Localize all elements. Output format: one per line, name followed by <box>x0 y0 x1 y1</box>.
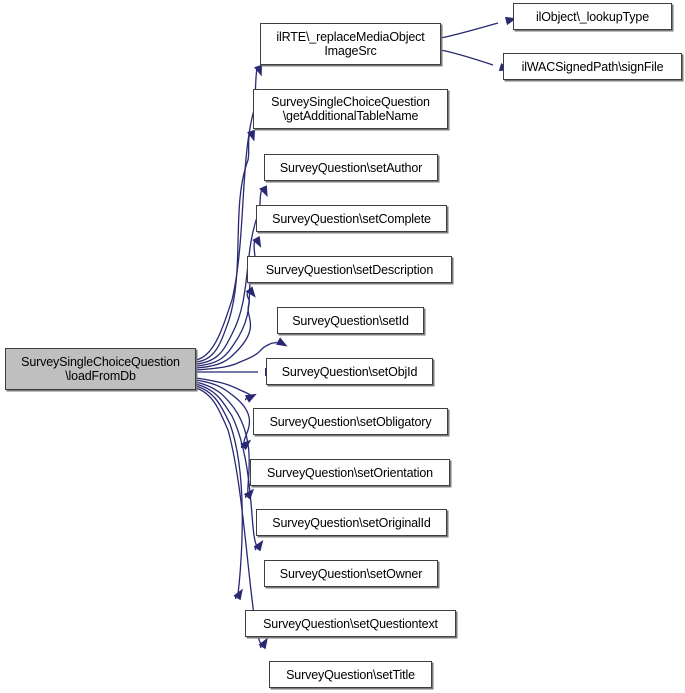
graph-node-setDescription[interactable]: SurveyQuestion\setDescription <box>247 256 452 283</box>
edge-root-to-setDescription <box>195 290 252 369</box>
graph-node-signFile[interactable]: ilWACSignedPath\signFile <box>503 53 682 80</box>
edge-root-to-replaceMediaObject <box>195 67 258 361</box>
arrowhead-setDescription <box>245 286 256 298</box>
graph-node-setOrientation[interactable]: SurveyQuestion\setOrientation <box>250 459 450 486</box>
arrowhead-setId <box>275 337 288 347</box>
arrowhead-setOwner <box>253 539 264 552</box>
graph-node-label: SurveyQuestion\setDescription <box>265 262 434 277</box>
arrowhead-replaceMediaObject <box>254 64 262 77</box>
graph-node-label: SurveySingleChoiceQuestion \loadFromDb <box>21 355 180 383</box>
graph-node-setObjId[interactable]: SurveyQuestion\setObjId <box>266 358 433 385</box>
arrowhead-setComplete <box>252 236 262 248</box>
edge-root-to-setOwner <box>195 383 258 551</box>
graph-node-label: SurveyQuestion\setObligatory <box>269 414 432 429</box>
graph-node-label: SurveyQuestion\setQuestiontext <box>263 616 438 631</box>
arrowhead-setAuthor <box>259 185 268 197</box>
graph-node-label: SurveyQuestion\setObjId <box>281 364 418 379</box>
graph-node-setObligatory[interactable]: SurveyQuestion\setObligatory <box>253 408 448 435</box>
graph-node-setId[interactable]: SurveyQuestion\setId <box>277 307 424 334</box>
graph-node-setTitle[interactable]: SurveyQuestion\setTitle <box>269 661 432 688</box>
edge-root-to-setQuestiontext <box>195 385 243 600</box>
arrowhead-setOrientation <box>240 439 252 451</box>
graph-node-label: SurveyQuestion\setAuthor <box>279 160 423 175</box>
graph-node-label: SurveyQuestion\setTitle <box>286 667 415 682</box>
graph-node-label: SurveyQuestion\setOrientation <box>267 465 433 480</box>
graph-node-label: SurveyQuestion\setId <box>292 313 409 328</box>
edge-root-to-getAdditionalTable <box>195 132 251 363</box>
arrowhead-setQuestiontext <box>233 588 243 601</box>
graph-node-label: ilRTE\_replaceMediaObject ImageSrc <box>276 30 425 58</box>
edge-replaceMediaObject-to-signFile <box>440 49 494 66</box>
graph-node-root[interactable]: SurveySingleChoiceQuestion \loadFromDb <box>5 348 196 390</box>
graph-node-label: SurveyQuestion\setOriginalId <box>272 515 431 530</box>
graph-node-setComplete[interactable]: SurveyQuestion\setComplete <box>256 205 447 232</box>
graph-node-setQuestiontext[interactable]: SurveyQuestion\setQuestiontext <box>245 610 456 637</box>
edge-root-to-setId <box>195 341 278 371</box>
arrowhead-setObligatory <box>245 393 257 403</box>
arrowhead-getAdditionalTable <box>247 129 255 142</box>
graph-node-label: SurveySingleChoiceQuestion \getAdditiona… <box>271 95 430 123</box>
graph-node-label: SurveyQuestion\setOwner <box>279 566 423 581</box>
edge-replaceMediaObject-to-lookupType <box>440 22 499 39</box>
graph-node-label: ilObject\_lookupType <box>535 9 650 24</box>
arrowhead-setOriginalId <box>243 488 255 500</box>
graph-node-setOriginalId[interactable]: SurveyQuestion\setOriginalId <box>256 509 447 536</box>
graph-node-replaceMediaObject[interactable]: ilRTE\_replaceMediaObject ImageSrc <box>260 23 441 65</box>
graph-node-setOwner[interactable]: SurveyQuestion\setOwner <box>264 560 438 587</box>
arrowhead-setTitle <box>258 637 268 650</box>
graph-node-setAuthor[interactable]: SurveyQuestion\setAuthor <box>264 154 438 181</box>
graph-node-lookupType[interactable]: ilObject\_lookupType <box>513 3 672 30</box>
graph-node-getAdditionalTable[interactable]: SurveySingleChoiceQuestion \getAdditiona… <box>253 89 448 129</box>
graph-node-label: SurveyQuestion\setComplete <box>272 211 431 226</box>
graph-node-label: ilWACSignedPath\signFile <box>521 59 664 74</box>
